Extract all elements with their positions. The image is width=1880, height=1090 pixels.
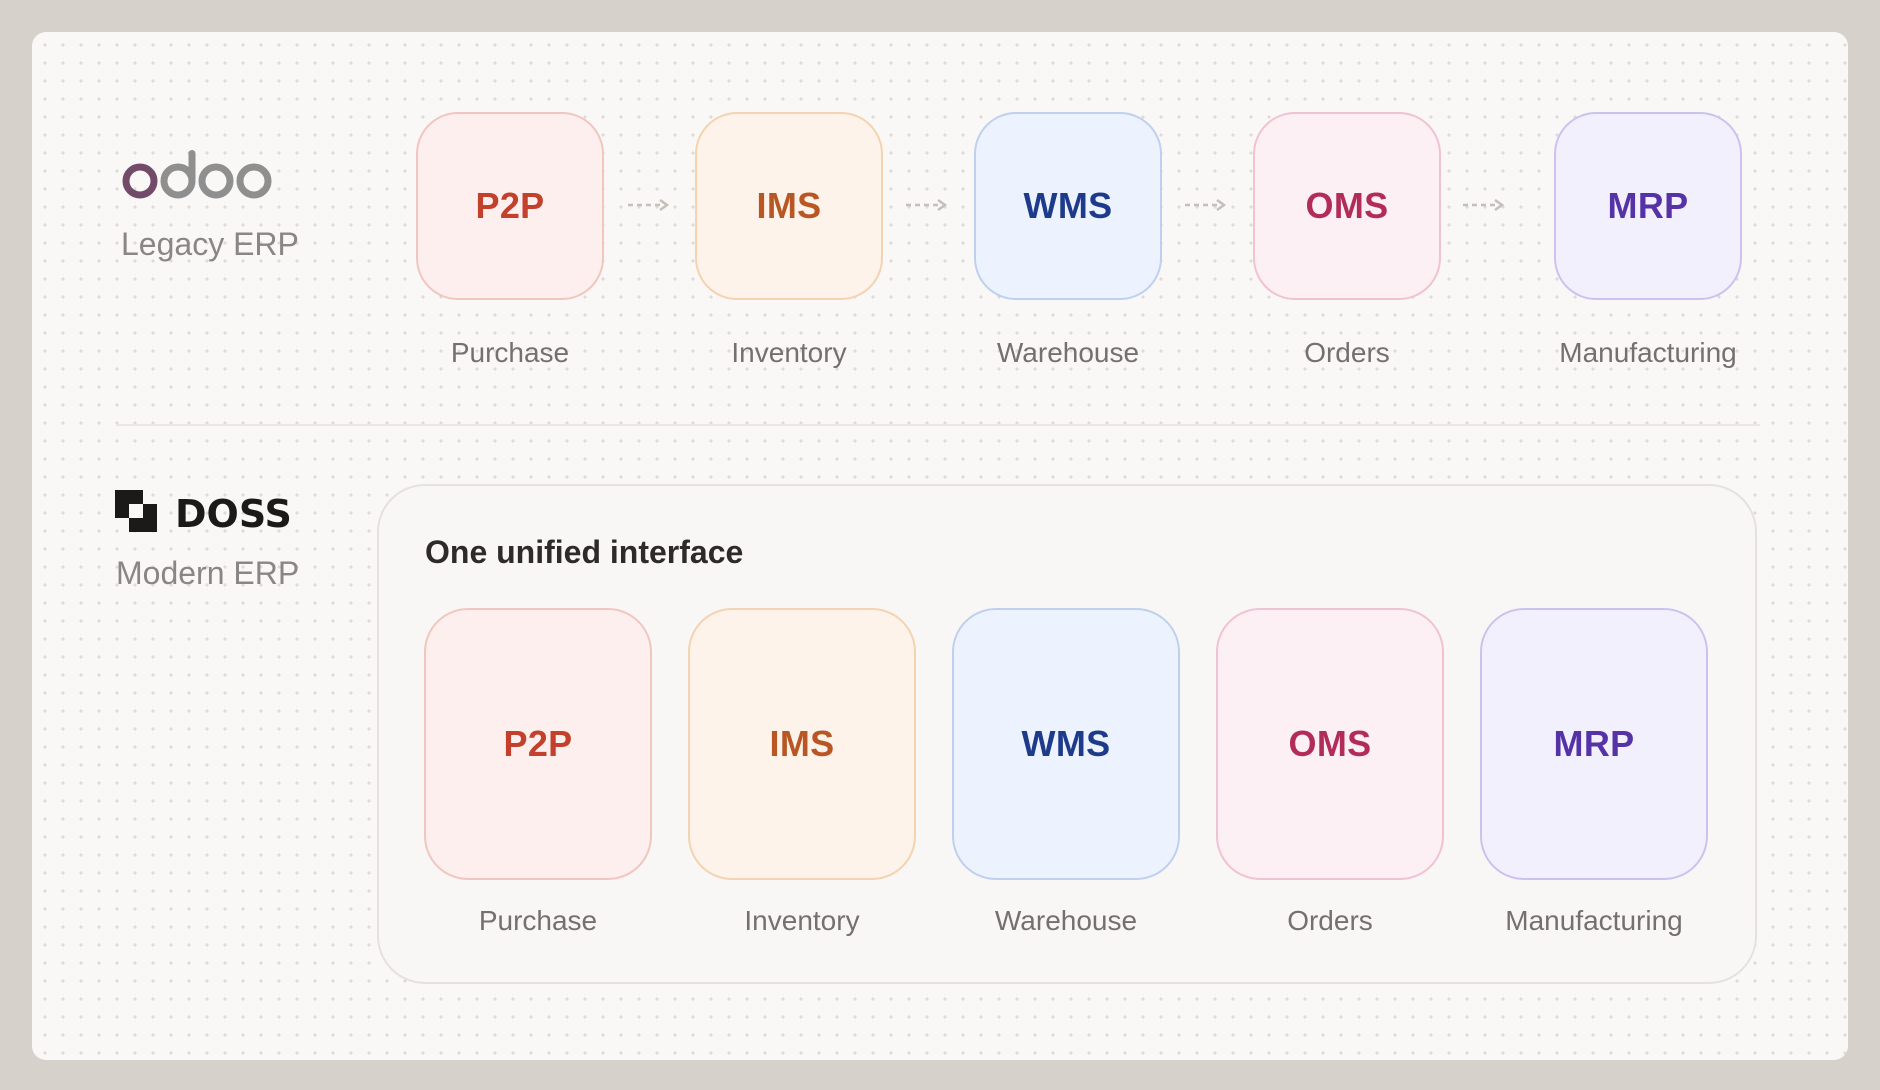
modern-orders-caption: Orders xyxy=(1287,905,1373,936)
modern-p2p-code: P2P xyxy=(503,723,573,764)
odoo-logo xyxy=(122,150,272,199)
modern-wms-tile: WMS xyxy=(952,608,1180,880)
modern-mrp-code: MRP xyxy=(1553,723,1635,764)
legacy-p2p-code: P2P xyxy=(475,185,545,226)
section-divider xyxy=(116,424,1760,426)
dashed-arrow-icon xyxy=(1463,198,1505,212)
legacy-inventory-caption: Inventory xyxy=(731,337,847,368)
legacy-orders-caption: Orders xyxy=(1304,337,1390,368)
modern-mrp-tile: MRP xyxy=(1480,608,1708,880)
legacy-mrp-tile: MRP xyxy=(1554,112,1742,300)
legacy-manufacturing-caption: Manufacturing xyxy=(1559,337,1737,368)
modern-warehouse-caption: Warehouse xyxy=(994,905,1138,936)
modern-ims-tile: IMS xyxy=(688,608,916,880)
modern-oms-tile: OMS xyxy=(1216,608,1444,880)
legacy-wms-tile: WMS xyxy=(974,112,1162,300)
modern-ims-code: IMS xyxy=(769,723,835,764)
legacy-oms-tile: OMS xyxy=(1253,112,1441,300)
legacy-p2p-tile: P2P xyxy=(416,112,604,300)
legacy-wms-code: WMS xyxy=(1023,185,1113,226)
dashed-arrow-icon xyxy=(906,198,948,212)
legacy-mrp-code: MRP xyxy=(1607,185,1689,226)
doss-logo-text: DOSS xyxy=(175,492,292,536)
dashed-arrow-icon xyxy=(1185,198,1227,212)
doss-logo: DOSS xyxy=(115,490,292,536)
modern-p2p-tile: P2P xyxy=(424,608,652,880)
modern-oms-code: OMS xyxy=(1288,723,1372,764)
legacy-warehouse-caption: Warehouse xyxy=(996,337,1140,368)
modern-erp-label: Modern ERP xyxy=(116,555,300,591)
panel-title: One unified interface xyxy=(425,534,744,570)
legacy-oms-code: OMS xyxy=(1305,185,1389,226)
modern-purchase-caption: Purchase xyxy=(478,905,598,936)
legacy-ims-code: IMS xyxy=(756,185,822,226)
modern-wms-code: WMS xyxy=(1021,723,1111,764)
dashed-arrow-icon xyxy=(628,198,670,212)
modern-inventory-caption: Inventory xyxy=(744,905,860,936)
legacy-ims-tile: IMS xyxy=(695,112,883,300)
modern-manufacturing-caption: Manufacturing xyxy=(1505,905,1683,936)
legacy-erp-label: Legacy ERP xyxy=(121,226,299,262)
legacy-purchase-caption: Purchase xyxy=(450,337,570,368)
